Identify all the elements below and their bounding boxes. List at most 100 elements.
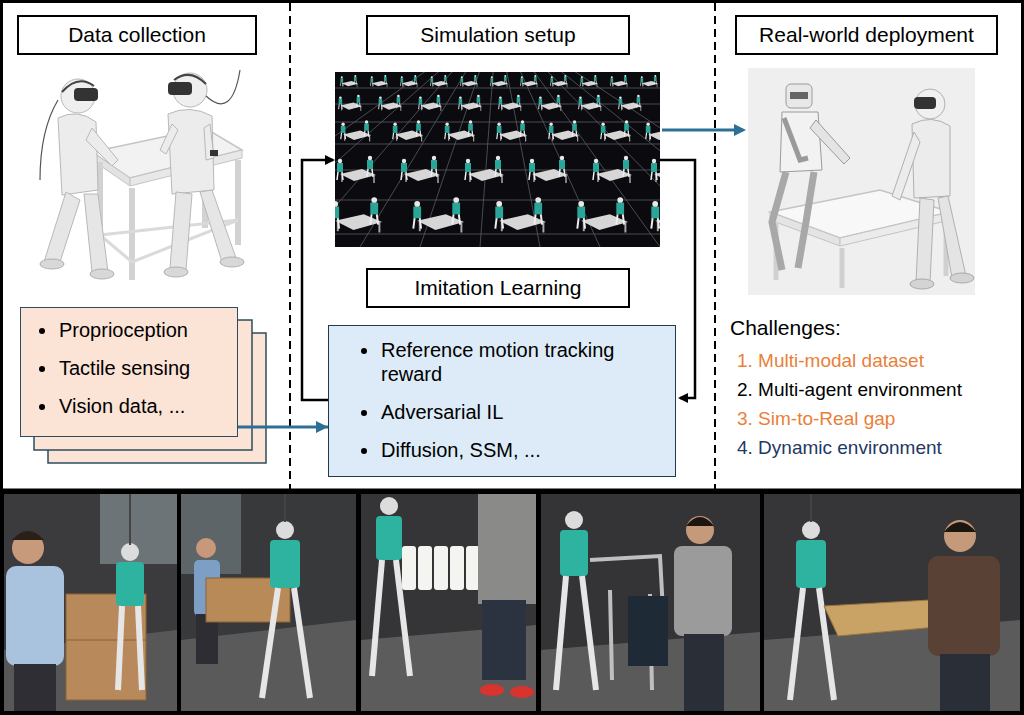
real-world-illustration-part [938, 196, 966, 278]
simulation-image-part-part [577, 197, 628, 232]
connector-line [238, 426, 328, 429]
photo-5-part [796, 540, 826, 588]
data-collection-illustration-part [168, 109, 214, 194]
real-world-illustration-part [772, 172, 786, 270]
simulation-image-part-part [335, 72, 497, 247]
simulation-image-part-part [495, 197, 546, 232]
real-world-illustration-part [950, 273, 974, 283]
photo-3-part [466, 546, 480, 590]
data-card: ProprioceptionTactile sensingVision data… [20, 307, 238, 437]
real-world-illustration-part [810, 120, 850, 164]
simulation-image-part [335, 75, 660, 232]
simulation-image-part-part [335, 234, 660, 235]
real-world-illustration-part [840, 248, 845, 288]
simulation-image-part [335, 72, 660, 247]
real-world-illustration-part [915, 89, 945, 119]
photo-1-part [121, 543, 139, 561]
bullet-item: Tactile sensing [37, 356, 229, 380]
data-collection-illustration-part [86, 128, 118, 166]
simulation-image-part-part [335, 88, 660, 89]
photo-2-part [284, 494, 286, 522]
photo-1-part [14, 664, 56, 711]
data-collection-illustration [40, 70, 244, 280]
photo-3-part [376, 516, 402, 560]
simulation-image-part-part [529, 156, 568, 183]
challenge-item: 2. Multi-agent environment [737, 379, 962, 401]
photo-5-part [928, 556, 1000, 656]
data-collection-illustration-part [164, 267, 188, 277]
simulation-image-part-part [419, 95, 442, 111]
method-box: Reference motion tracking rewardAdversar… [328, 325, 676, 477]
photo-3-part [372, 560, 382, 676]
photo-1-part [116, 562, 144, 606]
simulation-image-part-part [430, 75, 448, 87]
photo-4-part [556, 576, 566, 690]
simulation-image-part-part [460, 75, 478, 87]
real-world-illustration-part [914, 97, 936, 109]
photo-3-part [480, 684, 504, 696]
real-world-illustration-part [790, 92, 808, 99]
data-collection-illustration-part [129, 188, 135, 280]
photo-2-part [262, 588, 278, 698]
simulation-image-part-part [651, 156, 660, 183]
photo-1-part [138, 606, 142, 690]
photo-2-part [181, 494, 356, 711]
simulation-image-part-part [360, 72, 497, 247]
photo-3-part [482, 600, 526, 680]
photo-2-part [294, 588, 310, 698]
photo-1-part [66, 640, 146, 641]
simulation-image-part-part [499, 95, 522, 111]
simulation-image-part-part [335, 104, 660, 105]
simulation-image-part-part [445, 120, 475, 141]
photo-5-part [790, 588, 803, 700]
photo-1-part [100, 494, 177, 564]
photo-4-part [582, 576, 596, 690]
simulation-image-part-part [335, 122, 660, 123]
data-collection-illustration-part [90, 269, 114, 279]
photo-4-part [541, 494, 760, 711]
photo-5 [764, 494, 1020, 711]
photo-4-part [560, 530, 588, 576]
data-collection-illustration-part [40, 100, 58, 180]
data-collection-illustration-part [235, 160, 241, 245]
data-collection-illustration-part [200, 190, 236, 262]
real-world-illustration-part [748, 68, 975, 295]
bullet-item: Vision data, ... [37, 394, 229, 418]
panel-separator [714, 3, 716, 490]
data-collection-illustration-part [160, 124, 178, 154]
arrow-head [316, 421, 328, 433]
photo-3-part [510, 686, 534, 698]
data-collection-illustration-part [44, 192, 80, 268]
photo-2-part [196, 538, 216, 558]
photo-4-part [686, 516, 714, 544]
data-collection-illustration-part [168, 82, 192, 95]
data-collection-illustration-part [220, 257, 244, 267]
simulation-image-part-part [413, 197, 464, 232]
photo-1-part [118, 606, 122, 690]
simulation-image-part-part [580, 75, 598, 87]
real-world-illustration-part [784, 118, 808, 160]
data-collection-illustration-part [206, 70, 240, 104]
real-world-illustration-part [912, 119, 950, 198]
simulation-image-part-part [579, 95, 602, 111]
simulation-image-part-part [490, 75, 508, 87]
photo-5-part [944, 522, 976, 532]
real-world-illustration-part [910, 279, 934, 289]
simulation-image-part-part [335, 170, 660, 171]
photo-3-part [402, 546, 416, 590]
box-title: Imitation Learning [415, 276, 582, 300]
simulation-image-part-part [337, 156, 376, 183]
bullet-item: Proprioception [37, 318, 229, 342]
photo-5-part [819, 588, 834, 700]
simulation-image-part-part [335, 197, 382, 232]
simulation-image-part-part [339, 95, 362, 111]
box-title: Data collection [68, 23, 206, 47]
photo-3-part [478, 494, 536, 604]
simulation-image-part-part [520, 75, 538, 87]
real-world-illustration-part [798, 172, 814, 268]
photo-4-part [628, 596, 668, 666]
simulation-image-part-part [539, 95, 562, 111]
